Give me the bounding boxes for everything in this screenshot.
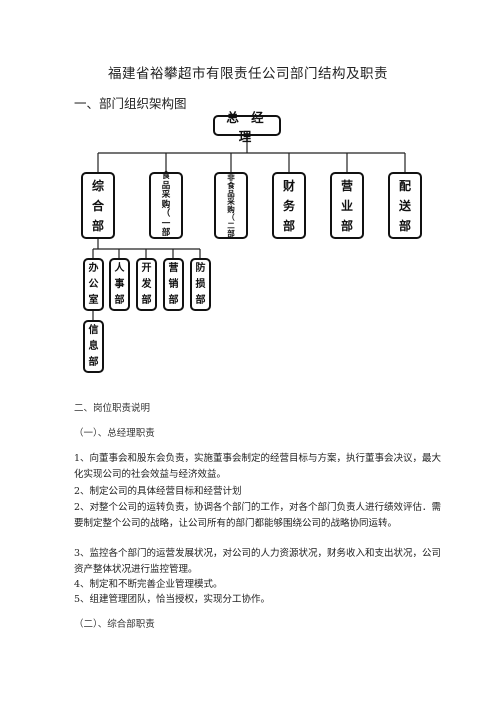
section-heading-org-chart: 一、部门组织架构图	[74, 96, 187, 111]
document-title: 福建省裕攀超市有限责任公司部门结构及职责	[108, 66, 388, 82]
dept-finance-box: 财务部	[272, 172, 306, 239]
dept-comprehensive-box: 综合部	[81, 172, 115, 239]
duty-item-1: 1、向董事会和股东会负责，实施董事会制定的经营目标与方案，执行董事会决议，最大化…	[74, 453, 442, 480]
duty-item-6: 5、组建管理团队，恰当授权，实现分工协作。	[74, 594, 271, 605]
subdept-loss-prevention-box: 防损部	[190, 258, 211, 311]
dept-distribution-box: 配送部	[388, 172, 422, 239]
dept-business-box: 营业部	[330, 172, 364, 239]
duty-item-2: 2、制定公司的具体经营目标和经营计划	[74, 486, 242, 497]
subdept-hr-box: 人事部	[109, 258, 130, 311]
subheading-gm-duties: （一）、总经理职责	[74, 428, 155, 439]
subdept-marketing-box: 营销部	[163, 258, 184, 311]
general-manager-box: 总 经 理	[213, 110, 281, 144]
section-heading-responsibilities: 二、岗位职责说明	[74, 403, 151, 414]
duty-item-3: 2、对整个公司的运转负责，协调各个部门的工作，对各个部门负责人进行绩效评估．需要…	[74, 502, 442, 529]
subdept-office-box: 办公室	[83, 258, 104, 311]
dept-food-purchasing-box: 食品采购（一部	[149, 172, 183, 239]
subdept-development-box: 开发部	[136, 258, 157, 311]
org-chart-connectors	[92, 136, 406, 320]
dept-nonfood-purchasing-box: 非食品采购（二部	[214, 172, 248, 239]
subheading-comprehensive-duties: （二）、综合部职责	[74, 619, 155, 630]
subdept-information-box: 信息部	[83, 320, 104, 373]
duty-item-4: 3、监控各个部门的运营发展状况，对公司的人力资源状况，财务收入和支出状况，公司资…	[74, 548, 442, 575]
duty-item-5: 4、制定和不断完善企业管理模式。	[74, 579, 223, 590]
